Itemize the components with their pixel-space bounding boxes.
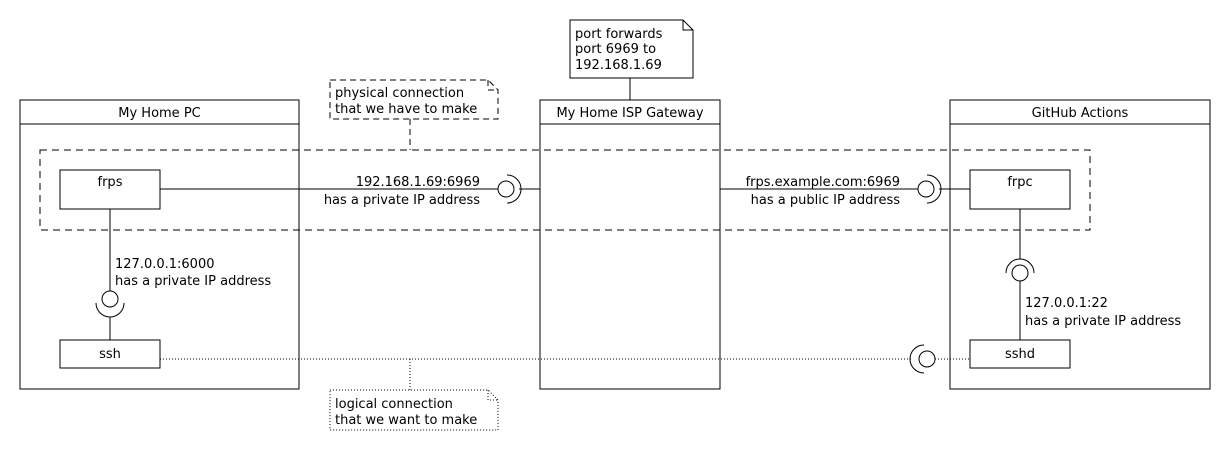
gateway-frpc-address: frps.example.com:6969 bbox=[746, 175, 900, 190]
frps-gateway-address: 192.168.1.69:6969 bbox=[356, 175, 480, 190]
note-physical-line-1: physical connection bbox=[335, 86, 464, 101]
connection-frpc-sshd: 127.0.0.1:22 has a private IP address bbox=[1005, 209, 1181, 340]
provided-interface-circle bbox=[917, 180, 935, 198]
frpc-sshd-note: has a private IP address bbox=[1025, 314, 1181, 329]
node-isp-gateway: My Home ISP Gateway bbox=[539, 99, 721, 390]
note-physical-line-2: that we have to make bbox=[335, 102, 477, 117]
component-frps-label: frps bbox=[98, 175, 123, 190]
component-ssh: ssh bbox=[59, 339, 161, 369]
node-home-pc-title: My Home PC bbox=[118, 106, 200, 121]
note-logical-line-2: that we want to make bbox=[335, 413, 477, 428]
note-logical-connection: logical connection that we want to make bbox=[329, 359, 499, 431]
component-sshd: sshd bbox=[969, 339, 1071, 369]
note-physical-connection: physical connection that we have to make bbox=[329, 79, 499, 150]
node-github-actions: GitHub Actions bbox=[949, 99, 1211, 390]
note-port-forward-line-2: port 6969 to bbox=[575, 42, 656, 57]
note-port-forward: port forwards port 6969 to 192.168.1.69 bbox=[569, 19, 694, 100]
connection-ssh-sshd-logical bbox=[160, 344, 970, 374]
component-frps: frps bbox=[59, 169, 161, 210]
physical-connection-frame bbox=[39, 149, 1091, 231]
provided-interface-circle bbox=[101, 290, 119, 308]
required-interface-socket bbox=[1005, 258, 1035, 274]
node-isp-gateway-title: My Home ISP Gateway bbox=[556, 106, 703, 121]
frps-gateway-note: has a private IP address bbox=[324, 193, 480, 208]
connection-frps-ssh: 127.0.0.1:6000 has a private IP address bbox=[95, 209, 271, 340]
provided-interface-circle bbox=[1011, 264, 1029, 282]
note-port-forward-line-1: port forwards bbox=[575, 27, 663, 42]
connection-frps-gateway: 192.168.1.69:6969 has a private IP addre… bbox=[160, 174, 540, 208]
required-interface-socket bbox=[909, 344, 925, 374]
frps-ssh-address: 127.0.0.1:6000 bbox=[115, 257, 215, 272]
node-home-pc: My Home PC bbox=[19, 99, 300, 390]
provided-interface-circle bbox=[918, 350, 936, 368]
node-github-actions-title: GitHub Actions bbox=[1032, 106, 1129, 121]
connection-gateway-frpc: frps.example.com:6969 has a public IP ad… bbox=[720, 174, 970, 208]
note-logical-line-1: logical connection bbox=[335, 397, 453, 412]
component-sshd-label: sshd bbox=[1005, 347, 1035, 362]
note-port-forward-line-3: 192.168.1.69 bbox=[575, 58, 662, 73]
component-frpc-label: frpc bbox=[1007, 175, 1032, 190]
component-ssh-label: ssh bbox=[99, 347, 121, 362]
frpc-sshd-address: 127.0.0.1:22 bbox=[1025, 296, 1108, 311]
frps-ssh-note: has a private IP address bbox=[115, 274, 271, 289]
component-frpc: frpc bbox=[969, 169, 1071, 210]
gateway-frpc-note: has a public IP address bbox=[751, 193, 901, 208]
required-interface-socket bbox=[95, 302, 125, 318]
provided-interface-circle bbox=[497, 180, 515, 198]
